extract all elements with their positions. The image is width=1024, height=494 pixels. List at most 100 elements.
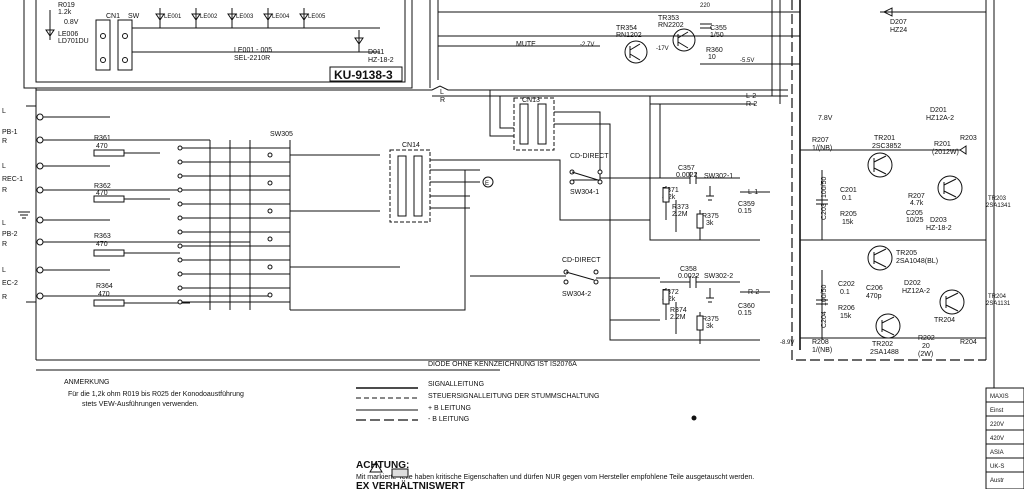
corner-cell: ASIA	[990, 450, 1004, 456]
anmerkung-line2: stets VEW-Ausführungen verwenden.	[82, 401, 199, 408]
c359-value: 0.15	[738, 208, 752, 215]
board-title: KU-9138-3	[334, 68, 393, 82]
led-board: CN1 SW R019 1.2k 0.8V LE006 LD701DU LE00…	[23, 0, 413, 89]
jack-terminal	[36, 216, 44, 224]
led-le002: LE002	[200, 14, 218, 20]
cn14-pinrow-a	[397, 155, 407, 217]
tr205-symbol	[867, 245, 893, 271]
sw302-2-label: SW302-2	[704, 273, 733, 280]
r207-label: R207	[812, 137, 829, 144]
cn13-pinrow-b	[537, 103, 547, 145]
c205-label: C205	[906, 210, 923, 217]
jack-l-1: L	[2, 108, 6, 115]
r373-value: 2.2M	[672, 211, 688, 218]
jack-pb1-label: PB-1	[2, 129, 18, 136]
bus-r-label: R	[440, 97, 445, 104]
c201-value: 0.1	[842, 195, 852, 202]
r203-label: R203	[960, 135, 977, 142]
r201-value: (2012W)	[932, 149, 959, 156]
led-group-label: LE001 - 005	[234, 47, 272, 54]
hatched-box-icon	[391, 468, 409, 478]
warning-triangle-icon	[369, 461, 383, 473]
jack-pb2-label: PB-2	[2, 231, 18, 238]
cn14-connector	[389, 149, 431, 223]
mute-label: MUTE	[516, 41, 536, 48]
anmerkung-title: ANMERKUNG	[64, 379, 110, 386]
r375a-value: 3k	[706, 220, 714, 227]
v08-label: 0.8V	[64, 19, 79, 26]
legend-signal: SIGNALLEITUNG	[428, 381, 484, 388]
r204-label: R204	[960, 339, 977, 346]
cn1-label: CN1	[106, 13, 120, 20]
c205-value: 10/25	[906, 217, 924, 224]
led6-part: LD701DU	[58, 38, 89, 45]
led6-label: LE006	[58, 31, 78, 38]
tr203-symbol	[937, 175, 963, 201]
notes-legend: DIODE OHNE KENNZEICHNUNG IST IS2076A ANM…	[36, 359, 760, 492]
led-array: LE001 LE002 LE003 LE004 LE005	[155, 8, 326, 28]
tr204-symbol	[939, 289, 965, 315]
corner-cell: Einst	[990, 408, 1004, 414]
r201-label: R201	[934, 141, 951, 148]
c202-label: C202	[838, 281, 855, 288]
tr354-label: TR354	[616, 25, 637, 32]
out-r2-label: R-2	[748, 289, 759, 296]
bus-r2-label: R-2	[746, 101, 757, 108]
c358-label: C358	[680, 266, 697, 273]
r363-value: 470	[96, 241, 108, 248]
r362-label: R362	[94, 183, 111, 190]
d202-label: D202	[904, 280, 921, 287]
r364-value: 470	[98, 291, 110, 298]
sw-connector	[117, 19, 133, 71]
jack-rec1-label: REC-1	[2, 176, 23, 183]
tr205-part: 2SA1048(BL)	[896, 258, 938, 265]
footer-cut: EX VERHÄLTNISWERT	[356, 479, 465, 489]
v78-label: 7.8V	[818, 115, 833, 122]
tr354-part: RN1202	[616, 32, 642, 39]
jack-terminal	[36, 113, 44, 121]
tr204b-part: 2SA1131	[986, 301, 1011, 307]
tr202-part: 2SA1488	[870, 349, 899, 356]
r363-body	[93, 249, 125, 257]
led-part-label: SEL-2210R	[234, 55, 270, 62]
jack-ec2-label: EC-2	[2, 280, 18, 287]
cn14-label: CN14	[402, 142, 420, 149]
jack-terminal	[36, 186, 44, 194]
lr-bus: L R L-2 R-2	[35, 0, 788, 360]
tr205-label: TR205	[896, 250, 917, 257]
r372-label: R372	[662, 289, 679, 296]
r374-label: R374	[670, 307, 687, 314]
tr201-label: TR201	[874, 135, 895, 142]
d201-part: HZ12A-2	[926, 115, 954, 122]
corner-cell: UK-S	[990, 464, 1004, 470]
r375a-label: R375	[702, 213, 719, 220]
legend-plus-b: + B LEITUNG	[428, 405, 471, 412]
jack-r-1: R	[2, 138, 7, 145]
anmerkung-line1: Für die 1,2k ohm R019 bis R025 der Konod…	[68, 391, 244, 398]
d203-part: HZ-18-2	[926, 225, 952, 232]
mute-voltage-c: -5.5V	[740, 58, 754, 64]
diode-note: DIODE OHNE KENNZEICHNUNG IST IS2076A	[428, 361, 577, 368]
jack-l-3: L	[2, 220, 6, 227]
d207-part: HZ24	[890, 27, 907, 34]
tr201-symbol	[867, 152, 893, 178]
jack-r-2: R	[2, 187, 7, 194]
corner-cell: Austr	[990, 478, 1004, 484]
neg-voltage-label: -8.9V	[780, 340, 794, 346]
r371-label: R371	[662, 187, 679, 194]
r202-wattage: (2W)	[918, 351, 933, 358]
legend-minus-b: - B LEITUNG	[428, 416, 469, 423]
c359-label: C359	[738, 201, 755, 208]
e-terminal-label: E	[485, 181, 489, 187]
r372-body	[662, 289, 670, 305]
tr204-label: TR204	[934, 317, 955, 324]
c357-value: 0.0022	[676, 172, 698, 179]
d203-label: D203	[930, 217, 947, 224]
r363-label: R363	[94, 233, 111, 240]
corner-cell: 420V	[990, 436, 1004, 442]
r373-label: R373	[672, 204, 689, 211]
r360-value: 10	[708, 54, 716, 61]
d207-label: D207	[890, 19, 907, 26]
jack-terminal	[36, 292, 44, 300]
tr201-part: 2SC3852	[872, 143, 901, 150]
